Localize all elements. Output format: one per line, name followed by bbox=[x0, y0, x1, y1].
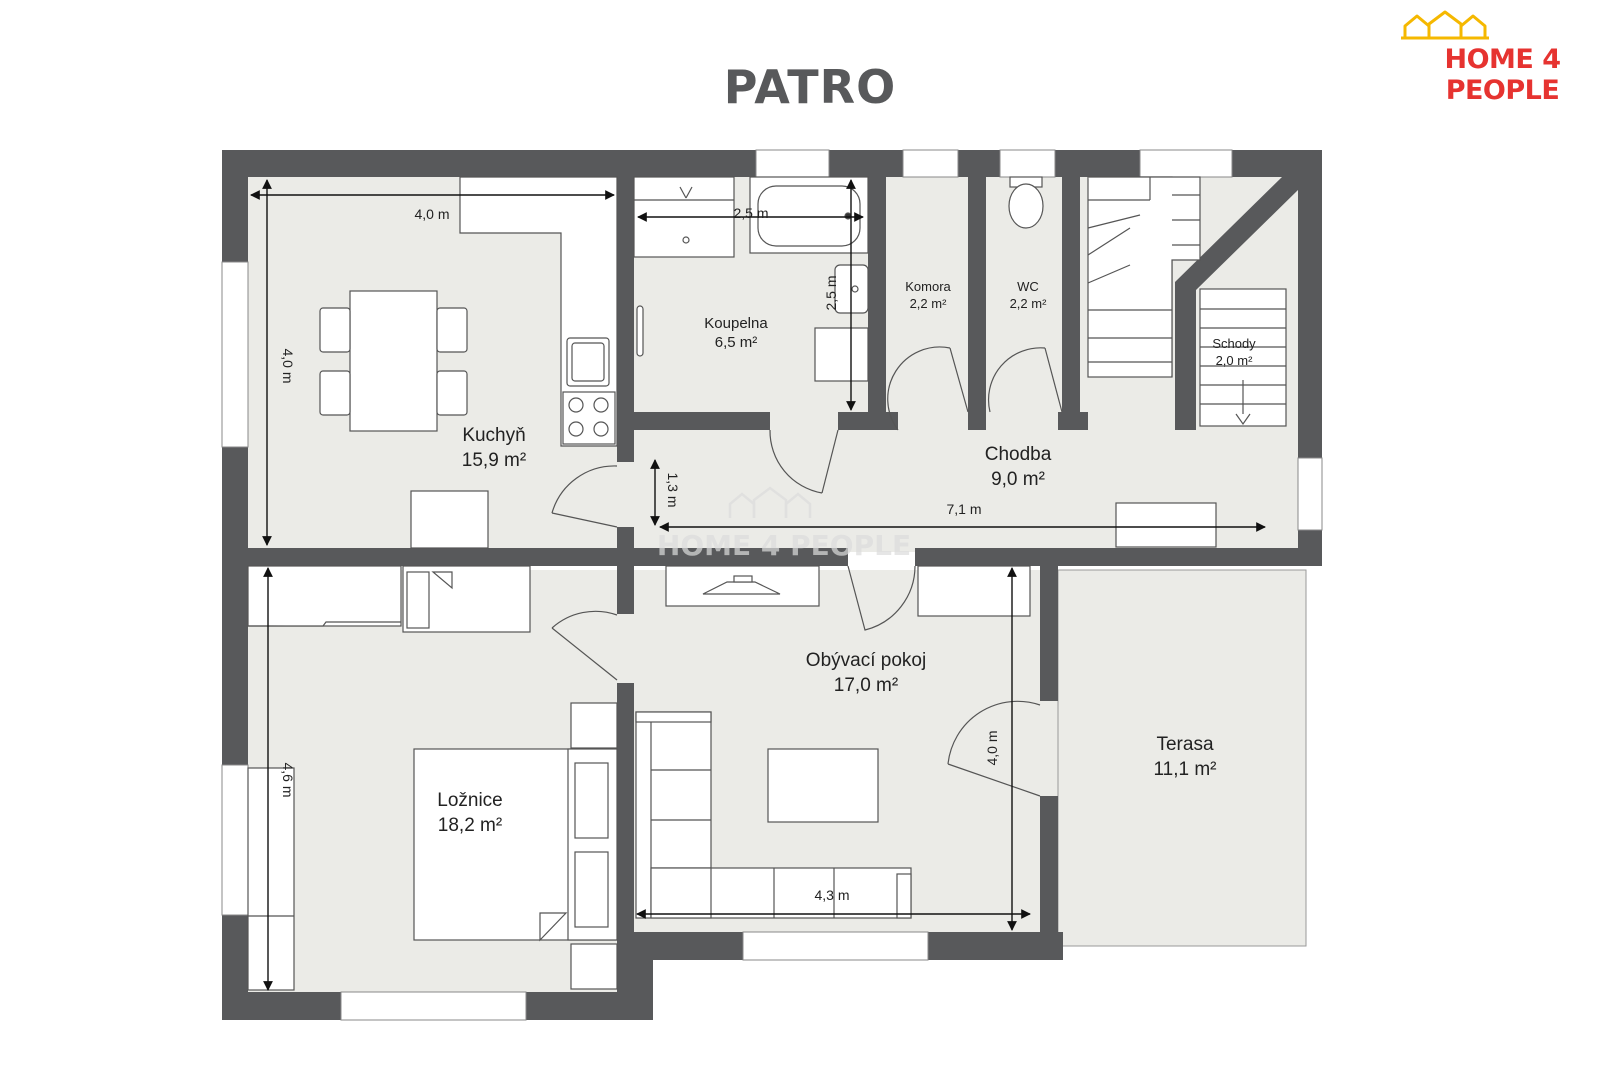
room-name-terasa: Terasa bbox=[1156, 734, 1213, 755]
watermark: HOME 4 PEOPLE bbox=[657, 486, 911, 562]
room-name-kuchyn: Kuchyň bbox=[462, 425, 525, 446]
kitchen-furniture bbox=[319, 176, 618, 549]
dimension-lines bbox=[250, 179, 1266, 991]
room-name-koupelna: Koupelna bbox=[704, 315, 768, 332]
room-area-terasa: 11,1 m² bbox=[1153, 759, 1216, 780]
stairs bbox=[1087, 176, 1287, 427]
room-area-schody: 2,0 m² bbox=[1216, 353, 1254, 368]
brand-logo: HOME 4 PEOPLE bbox=[1395, 8, 1610, 106]
room-name-komora: Komora bbox=[905, 279, 951, 294]
page-title: PATRO bbox=[723, 60, 897, 114]
terrace-floor bbox=[1057, 569, 1307, 947]
dim-living-height: 4,0 m bbox=[984, 730, 1000, 765]
doors bbox=[551, 346, 1063, 797]
room-name-wc: WC bbox=[1017, 279, 1039, 294]
room-area-koupelna: 6,5 m² bbox=[715, 334, 758, 351]
toilet bbox=[1008, 176, 1044, 229]
hallway-furniture bbox=[1115, 502, 1217, 548]
room-area-chodba: 9,0 m² bbox=[991, 469, 1045, 490]
room-name-obyvaci-pokoj: Obývací pokoj bbox=[806, 650, 926, 671]
room-area-komora: 2,2 m² bbox=[910, 296, 948, 311]
room-name-schody: Schody bbox=[1212, 336, 1256, 351]
dim-hall-gap: 1,3 m bbox=[665, 472, 681, 507]
dim-bath-height: 2,5 m bbox=[823, 275, 839, 310]
room-area-kuchyn: 15,9 m² bbox=[462, 450, 526, 471]
room-area-wc: 2,2 m² bbox=[1010, 296, 1048, 311]
brand-name: HOME 4 PEOPLE bbox=[1444, 44, 1561, 106]
windows bbox=[221, 149, 1323, 1021]
room-name-chodba: Chodba bbox=[985, 444, 1052, 465]
dim-living-width: 4,3 m bbox=[814, 887, 849, 903]
room-area-loznice: 18,2 m² bbox=[438, 815, 502, 836]
dim-hall-length: 7,1 m bbox=[946, 501, 981, 517]
dim-bath-width: 2,5 m bbox=[733, 205, 768, 221]
dimension-labels: 4,0 m 4,0 m 2,5 m 2,5 m 1,3 m 7,1 m 4,6 … bbox=[280, 205, 1000, 903]
dim-kitchen-height: 4,0 m bbox=[280, 348, 296, 383]
room-name-loznice: Ložnice bbox=[437, 790, 503, 811]
watermark-text: HOME 4 PEOPLE bbox=[657, 529, 911, 562]
dim-kitchen-width: 4,0 m bbox=[414, 206, 449, 222]
dim-bedroom-height: 4,6 m bbox=[280, 762, 296, 797]
room-labels: Kuchyň 15,9 m² Koupelna 6,5 m² Komora 2,… bbox=[437, 279, 1256, 836]
room-area-obyvaci-pokoj: 17,0 m² bbox=[834, 675, 898, 696]
houses-crown-icon bbox=[1401, 10, 1489, 40]
